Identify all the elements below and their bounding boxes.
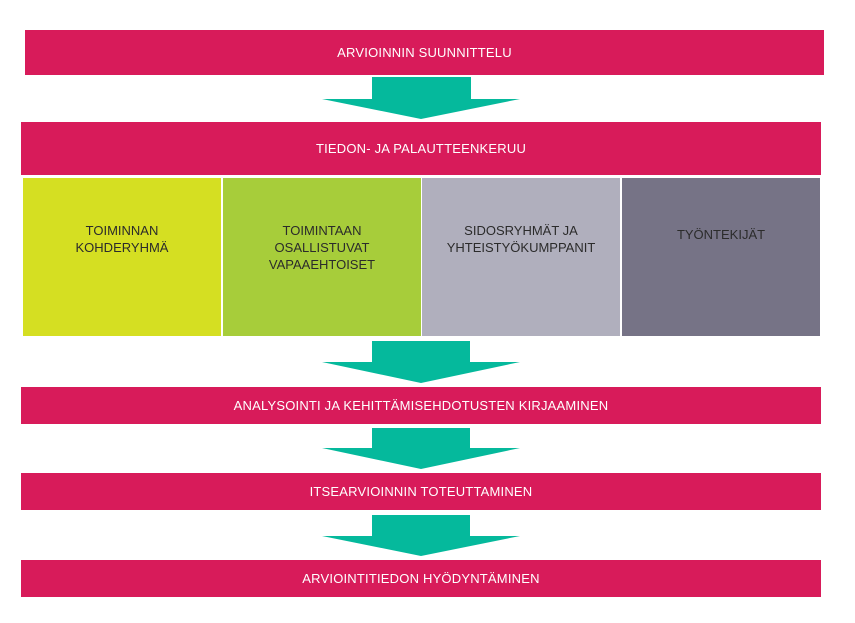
stage-label: TIEDON- JA PALAUTTEENKERUU — [315, 141, 527, 156]
stage-label: ITSEARVIOINNIN TOTEUTTAMINEN — [309, 484, 533, 499]
stage-label: ARVIOINNIN SUUNNITTELU — [337, 45, 512, 60]
stage-label: ANALYSOINTI JA KEHITTÄMISEHDOTUSTEN KIRJ… — [233, 398, 609, 413]
arrow-down-icon — [322, 77, 520, 119]
stage-analysis: ANALYSOINTI JA KEHITTÄMISEHDOTUSTEN KIRJ… — [21, 387, 821, 424]
stage-data-collection: TIEDON- JA PALAUTTEENKERUU — [21, 122, 821, 175]
arrow-down-icon — [322, 341, 520, 383]
group-employees: TYÖNTEKIJÄT — [622, 178, 820, 336]
stage-label: ARVIOINTITIEDON HYÖDYNTÄMINEN — [302, 571, 540, 586]
group-target-group: TOIMINNAN KOHDERYHMÄ — [23, 178, 221, 336]
group-volunteers: TOIMINTAAN OSALLISTUVAT VAPAAEHTOISET — [223, 178, 421, 336]
group-stakeholders: SIDOSRYHMÄT JA YHTEISTYÖKUMPPANIT — [422, 178, 620, 336]
arrow-down-icon — [322, 428, 520, 469]
stage-self-evaluation: ITSEARVIOINNIN TOTEUTTAMINEN — [21, 473, 821, 510]
stage-utilization: ARVIOINTITIEDON HYÖDYNTÄMINEN — [21, 560, 821, 597]
stage-planning: ARVIOINNIN SUUNNITTELU — [25, 30, 824, 75]
arrow-down-icon — [322, 515, 520, 556]
